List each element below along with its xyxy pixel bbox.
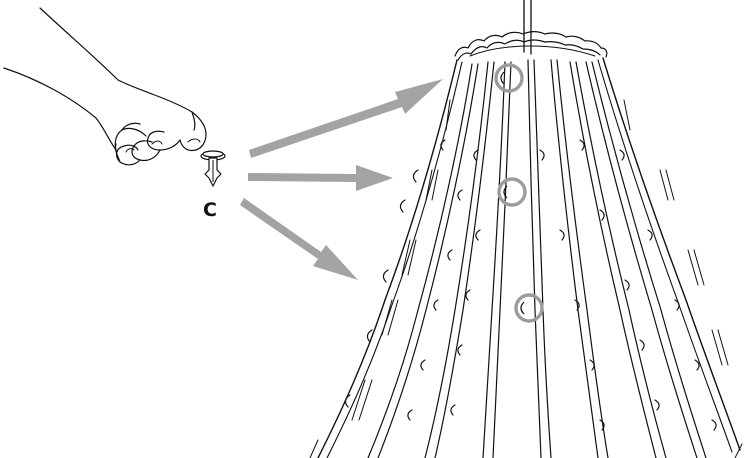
- arrow-icon: [248, 165, 393, 191]
- circle-marker-icon: [494, 63, 524, 93]
- arrow-icon: [249, 79, 443, 158]
- part-label: C: [203, 199, 217, 221]
- lamp-shade-icon: [309, 0, 743, 458]
- arrow-icon: [240, 198, 358, 280]
- circle-marker-icon: [514, 293, 544, 323]
- push-rivet-icon: [200, 150, 226, 187]
- hand-icon: [3, 7, 207, 166]
- circle-marker-icon: [497, 177, 527, 207]
